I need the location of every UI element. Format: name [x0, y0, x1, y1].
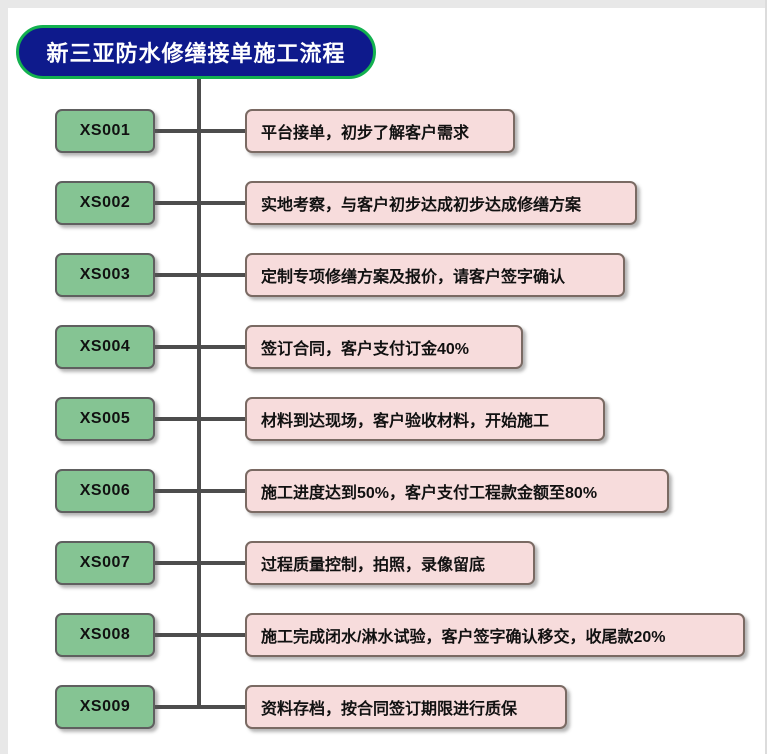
step-branch-connector — [155, 489, 245, 493]
step-description-label: 过程质量控制，拍照，录像留底 — [261, 557, 486, 574]
step-branch-connector — [155, 129, 245, 133]
step-branch-connector — [155, 561, 245, 565]
step-code-box[interactable]: XS009 — [55, 685, 155, 729]
step-description-box[interactable]: 平台接单，初步了解客户需求 — [245, 109, 515, 153]
step-code-box[interactable]: XS007 — [55, 541, 155, 585]
step-code-box[interactable]: XS001 — [55, 109, 155, 153]
step-code-label: XS009 — [79, 698, 131, 715]
step-code-label: XS008 — [79, 626, 131, 643]
step-branch-connector — [155, 633, 245, 637]
step-description-label: 施工完成闭水/淋水试验，客户签字确认移交，收尾款20% — [261, 629, 666, 646]
step-code-box[interactable]: XS006 — [55, 469, 155, 513]
step-branch-connector — [155, 417, 245, 421]
step-description-box[interactable]: 资料存档，按合同签订期限进行质保 — [245, 685, 567, 729]
step-description-box[interactable]: 材料到达现场，客户验收材料，开始施工 — [245, 397, 605, 441]
step-code-box[interactable]: XS005 — [55, 397, 155, 441]
frame-right-border — [765, 0, 767, 754]
step-code-label: XS004 — [79, 338, 131, 355]
frame-left-band — [0, 0, 8, 754]
step-description-label: 施工进度达到50%，客户支付工程款金额至80% — [261, 485, 598, 502]
step-branch-connector — [155, 705, 245, 709]
step-code-box[interactable]: XS003 — [55, 253, 155, 297]
step-description-box[interactable]: 签订合同，客户支付订金40% — [245, 325, 523, 369]
step-description-box[interactable]: 定制专项修缮方案及报价，请客户签字确认 — [245, 253, 625, 297]
frame-top-band — [0, 0, 767, 8]
step-description-box[interactable]: 实地考察，与客户初步达成初步达成修缮方案 — [245, 181, 637, 225]
step-branch-connector — [155, 273, 245, 277]
step-description-box[interactable]: 施工完成闭水/淋水试验，客户签字确认移交，收尾款20% — [245, 613, 745, 657]
step-code-box[interactable]: XS008 — [55, 613, 155, 657]
step-branch-connector — [155, 345, 245, 349]
step-description-box[interactable]: 过程质量控制，拍照，录像留底 — [245, 541, 535, 585]
vertical-trunk-connector — [197, 79, 201, 707]
step-code-label: XS006 — [79, 482, 131, 499]
step-code-label: XS001 — [79, 122, 131, 139]
step-code-box[interactable]: XS002 — [55, 181, 155, 225]
flowchart-title-text: 新三亚防水修缮接单施工流程 — [46, 41, 346, 66]
step-description-label: 材料到达现场，客户验收材料，开始施工 — [261, 413, 550, 430]
step-description-label: 平台接单，初步了解客户需求 — [261, 125, 470, 142]
flowchart-title-pill: 新三亚防水修缮接单施工流程 — [16, 25, 376, 79]
step-code-label: XS005 — [79, 410, 131, 427]
step-branch-connector — [155, 201, 245, 205]
step-code-label: XS002 — [79, 194, 131, 211]
step-code-label: XS007 — [79, 554, 131, 571]
step-description-label: 定制专项修缮方案及报价，请客户签字确认 — [261, 269, 566, 286]
step-description-label: 实地考察，与客户初步达成初步达成修缮方案 — [261, 197, 582, 214]
step-code-label: XS003 — [79, 266, 131, 283]
step-description-box[interactable]: 施工进度达到50%，客户支付工程款金额至80% — [245, 469, 669, 513]
step-description-label: 签订合同，客户支付订金40% — [261, 341, 470, 358]
step-code-box[interactable]: XS004 — [55, 325, 155, 369]
step-description-label: 资料存档，按合同签订期限进行质保 — [261, 701, 518, 718]
